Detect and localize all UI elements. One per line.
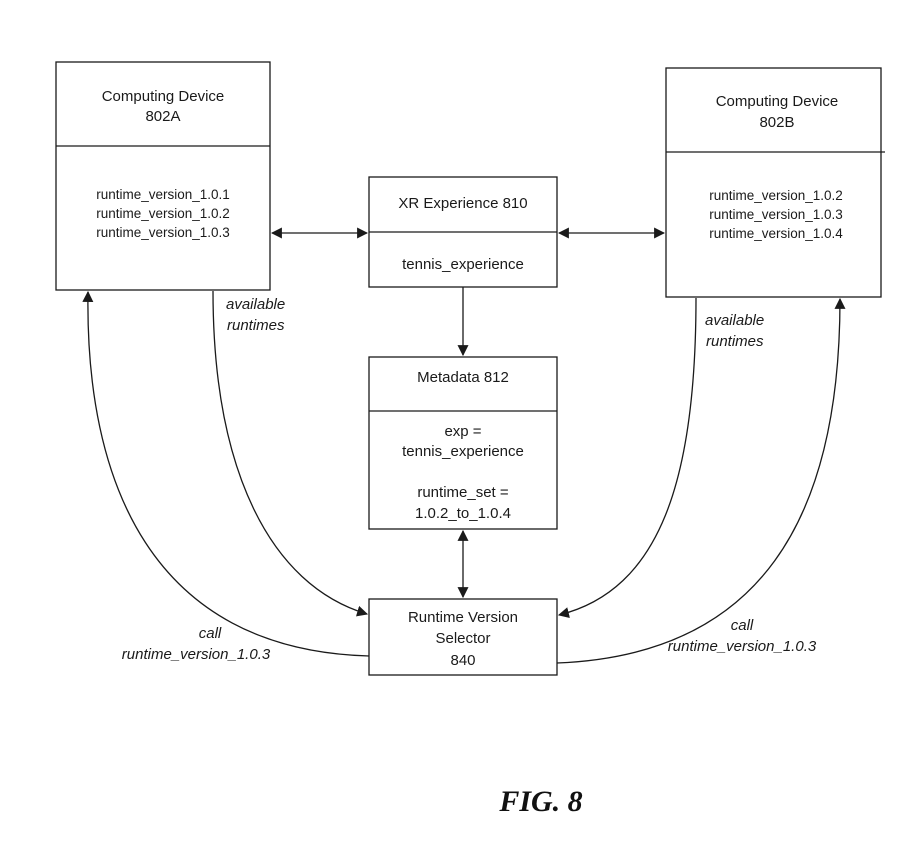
device-a-runtime: runtime_version_1.0.1 <box>96 187 230 202</box>
metadata-line: exp = <box>444 423 481 440</box>
device-b-title: Computing Device <box>716 93 839 110</box>
label-available-runtimes-left: available <box>226 296 285 313</box>
device-b-id: 802B <box>759 114 794 131</box>
label-call-left: call <box>199 625 222 642</box>
selector-box <box>368 598 558 676</box>
metadata-title: Metadata 812 <box>417 369 509 386</box>
label-call-right: call <box>731 617 754 634</box>
device-a-id: 802A <box>145 108 180 125</box>
device-b-runtime: runtime_version_1.0.2 <box>709 188 843 203</box>
curve-call-device-b <box>556 297 846 664</box>
device-a-title: Computing Device <box>102 88 225 105</box>
label-call-right: runtime_version_1.0.3 <box>668 638 817 655</box>
xr-experience-content: tennis_experience <box>402 256 524 273</box>
xr-experience-title: XR Experience 810 <box>398 195 527 212</box>
metadata-box <box>368 356 558 530</box>
label-available-runtimes-left: runtimes <box>227 317 285 334</box>
device-a-runtime: runtime_version_1.0.3 <box>96 225 230 240</box>
curve-device-a-available-runtimes <box>212 290 369 617</box>
device-a-box <box>55 61 271 291</box>
metadata-line: tennis_experience <box>402 443 524 460</box>
device-a-runtime: runtime_version_1.0.2 <box>96 206 230 221</box>
label-call-left: runtime_version_1.0.3 <box>122 646 271 663</box>
metadata-line: 1.0.2_to_1.0.4 <box>415 505 511 522</box>
selector-line: Runtime Version <box>408 609 518 626</box>
xr-experience-810: XR Experience 810 tennis_experience <box>368 176 558 288</box>
curve-call-device-a <box>82 290 370 657</box>
label-available-runtimes-right: runtimes <box>706 333 764 350</box>
selector-line: 840 <box>450 652 475 669</box>
computing-device-802a: Computing Device 802A runtime_version_1.… <box>55 61 271 291</box>
device-b-box <box>665 67 882 298</box>
runtime-version-selector-840: Runtime Version Selector 840 <box>368 598 558 676</box>
computing-device-802b: Computing Device 802B runtime_version_1.… <box>665 67 885 298</box>
device-b-runtime: runtime_version_1.0.4 <box>709 226 843 241</box>
label-available-runtimes-right: available <box>705 312 764 329</box>
figure-label: FIG. 8 <box>498 785 582 818</box>
metadata-812: Metadata 812 exp = tennis_experience run… <box>368 356 558 530</box>
device-b-runtime: runtime_version_1.0.3 <box>709 207 843 222</box>
curve-device-b-available-runtimes <box>557 297 697 618</box>
selector-line: Selector <box>435 630 490 647</box>
metadata-line: runtime_set = <box>417 484 509 501</box>
